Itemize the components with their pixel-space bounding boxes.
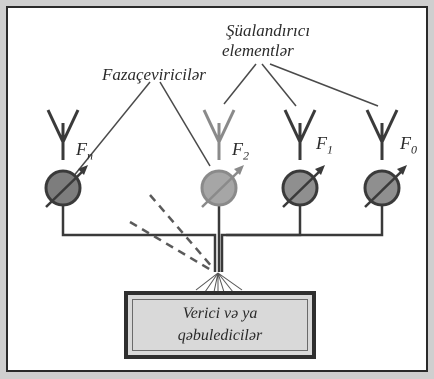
phase-shifter-1	[281, 165, 325, 208]
radiating-elements-label-line2: elementlər	[222, 41, 294, 60]
box-text-line1: Verici və ya	[182, 305, 258, 322]
phase-shifter-2	[200, 165, 244, 208]
phase-shifters-label: Fazaçeviricilər	[102, 65, 206, 84]
antenna-1	[283, 109, 317, 160]
feed-lines	[61, 205, 384, 272]
phase-shifter-n	[44, 165, 88, 208]
antenna-0	[365, 109, 399, 160]
beam-lines	[129, 194, 214, 272]
freq-label-2: F2	[232, 139, 249, 163]
freq-label-1: F1	[316, 133, 333, 157]
transmitter-receiver-box: Verici və ya qəbuledicilər	[124, 291, 316, 359]
junction-rays	[195, 272, 243, 293]
freq-label-0: F0	[400, 133, 417, 157]
freq-label-n: Fn	[76, 139, 93, 163]
antenna-n	[46, 109, 80, 160]
radiating-elements-label-line1: Şüalandırıcı	[226, 21, 311, 40]
box-text-line2: qəbuledicilər	[177, 327, 263, 344]
leader-lines	[67, 63, 379, 184]
antenna-2	[202, 109, 236, 160]
phase-shifter-0	[363, 165, 407, 208]
